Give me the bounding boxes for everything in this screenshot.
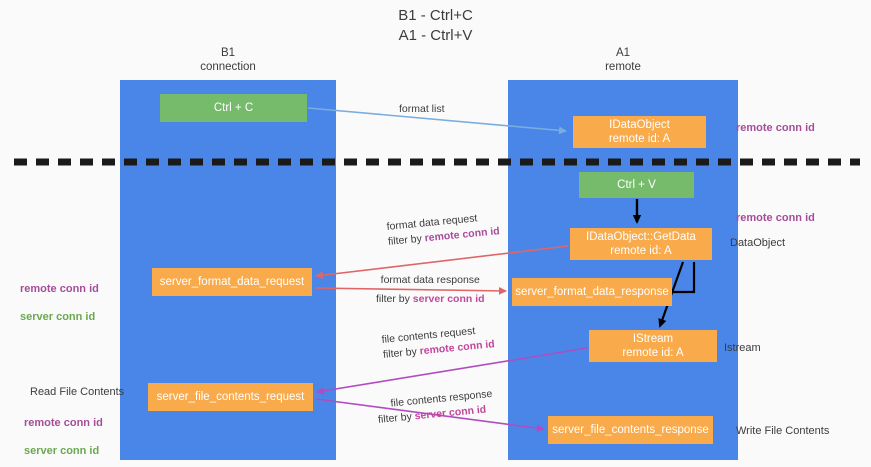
filter-prefix: filter by [387,232,426,248]
node-ctrl-v[interactable]: Ctrl + V [579,172,694,198]
lane-header-a1: A1 remote [605,47,641,73]
annotation-remote-conn-id-top: remote conn id [736,122,815,134]
annotation-server-conn-id-left: server conn id [20,311,96,323]
edge-label-line2: filter by server conn id [376,292,485,307]
node-server-format-data-response[interactable]: server_format_data_response [512,278,672,306]
annotation-left-conn-ids-2: remote conn id server conn id [24,402,103,467]
node-server-file-contents-request[interactable]: server_file_contents_request [148,383,313,411]
node-idataobject[interactable]: IDataObject remote id: A [573,116,706,148]
annotation-remote-conn-id-left: remote conn id [20,283,99,295]
node-server-file-contents-response[interactable]: server_file_contents_response [548,416,713,444]
diagram-title: B1 - Ctrl+C A1 - Ctrl+V [398,7,473,44]
node-ctrl-c[interactable]: Ctrl + C [160,94,307,122]
edge-label-line1: format data response [380,274,480,286]
edge-label-format-data-request: format data request filter by remote con… [386,209,500,250]
annotation-istream: Istream [724,342,761,354]
edge-label-format-list: format list [399,103,445,115]
filter-prefix: filter by [377,410,416,426]
annotation-remote-conn-id-mid: remote conn id [736,212,815,224]
annotation-dataobject: DataObject [730,237,786,249]
edge-label-file-contents-response: file contents response filter by server … [376,387,494,428]
node-idataobject-getdata[interactable]: IDataObject::GetData remote id: A [570,228,712,260]
filter-prefix: filter by [376,293,413,305]
node-server-format-data-request[interactable]: server_format_data_request [152,268,312,296]
filter-value-server-conn-id: server conn id [412,293,485,305]
annotation-remote-conn-id-left-2: remote conn id [24,417,103,429]
node-istream[interactable]: IStream remote id: A [589,330,717,362]
annotation-left-conn-ids: remote conn id server conn id [20,268,99,338]
annotation-read-file-contents: Read File Contents [30,386,125,398]
annotation-server-conn-id-left-2: server conn id [24,445,100,457]
lane-header-b1: B1 connection [200,47,256,73]
annotation-write-file-contents: Write File Contents [736,425,830,437]
filter-prefix: filter by [382,345,421,361]
edge-label-file-contents-request: file contents request filter by remote c… [381,322,495,363]
edge-label-format-data-response: format data response filter by server co… [376,273,485,307]
